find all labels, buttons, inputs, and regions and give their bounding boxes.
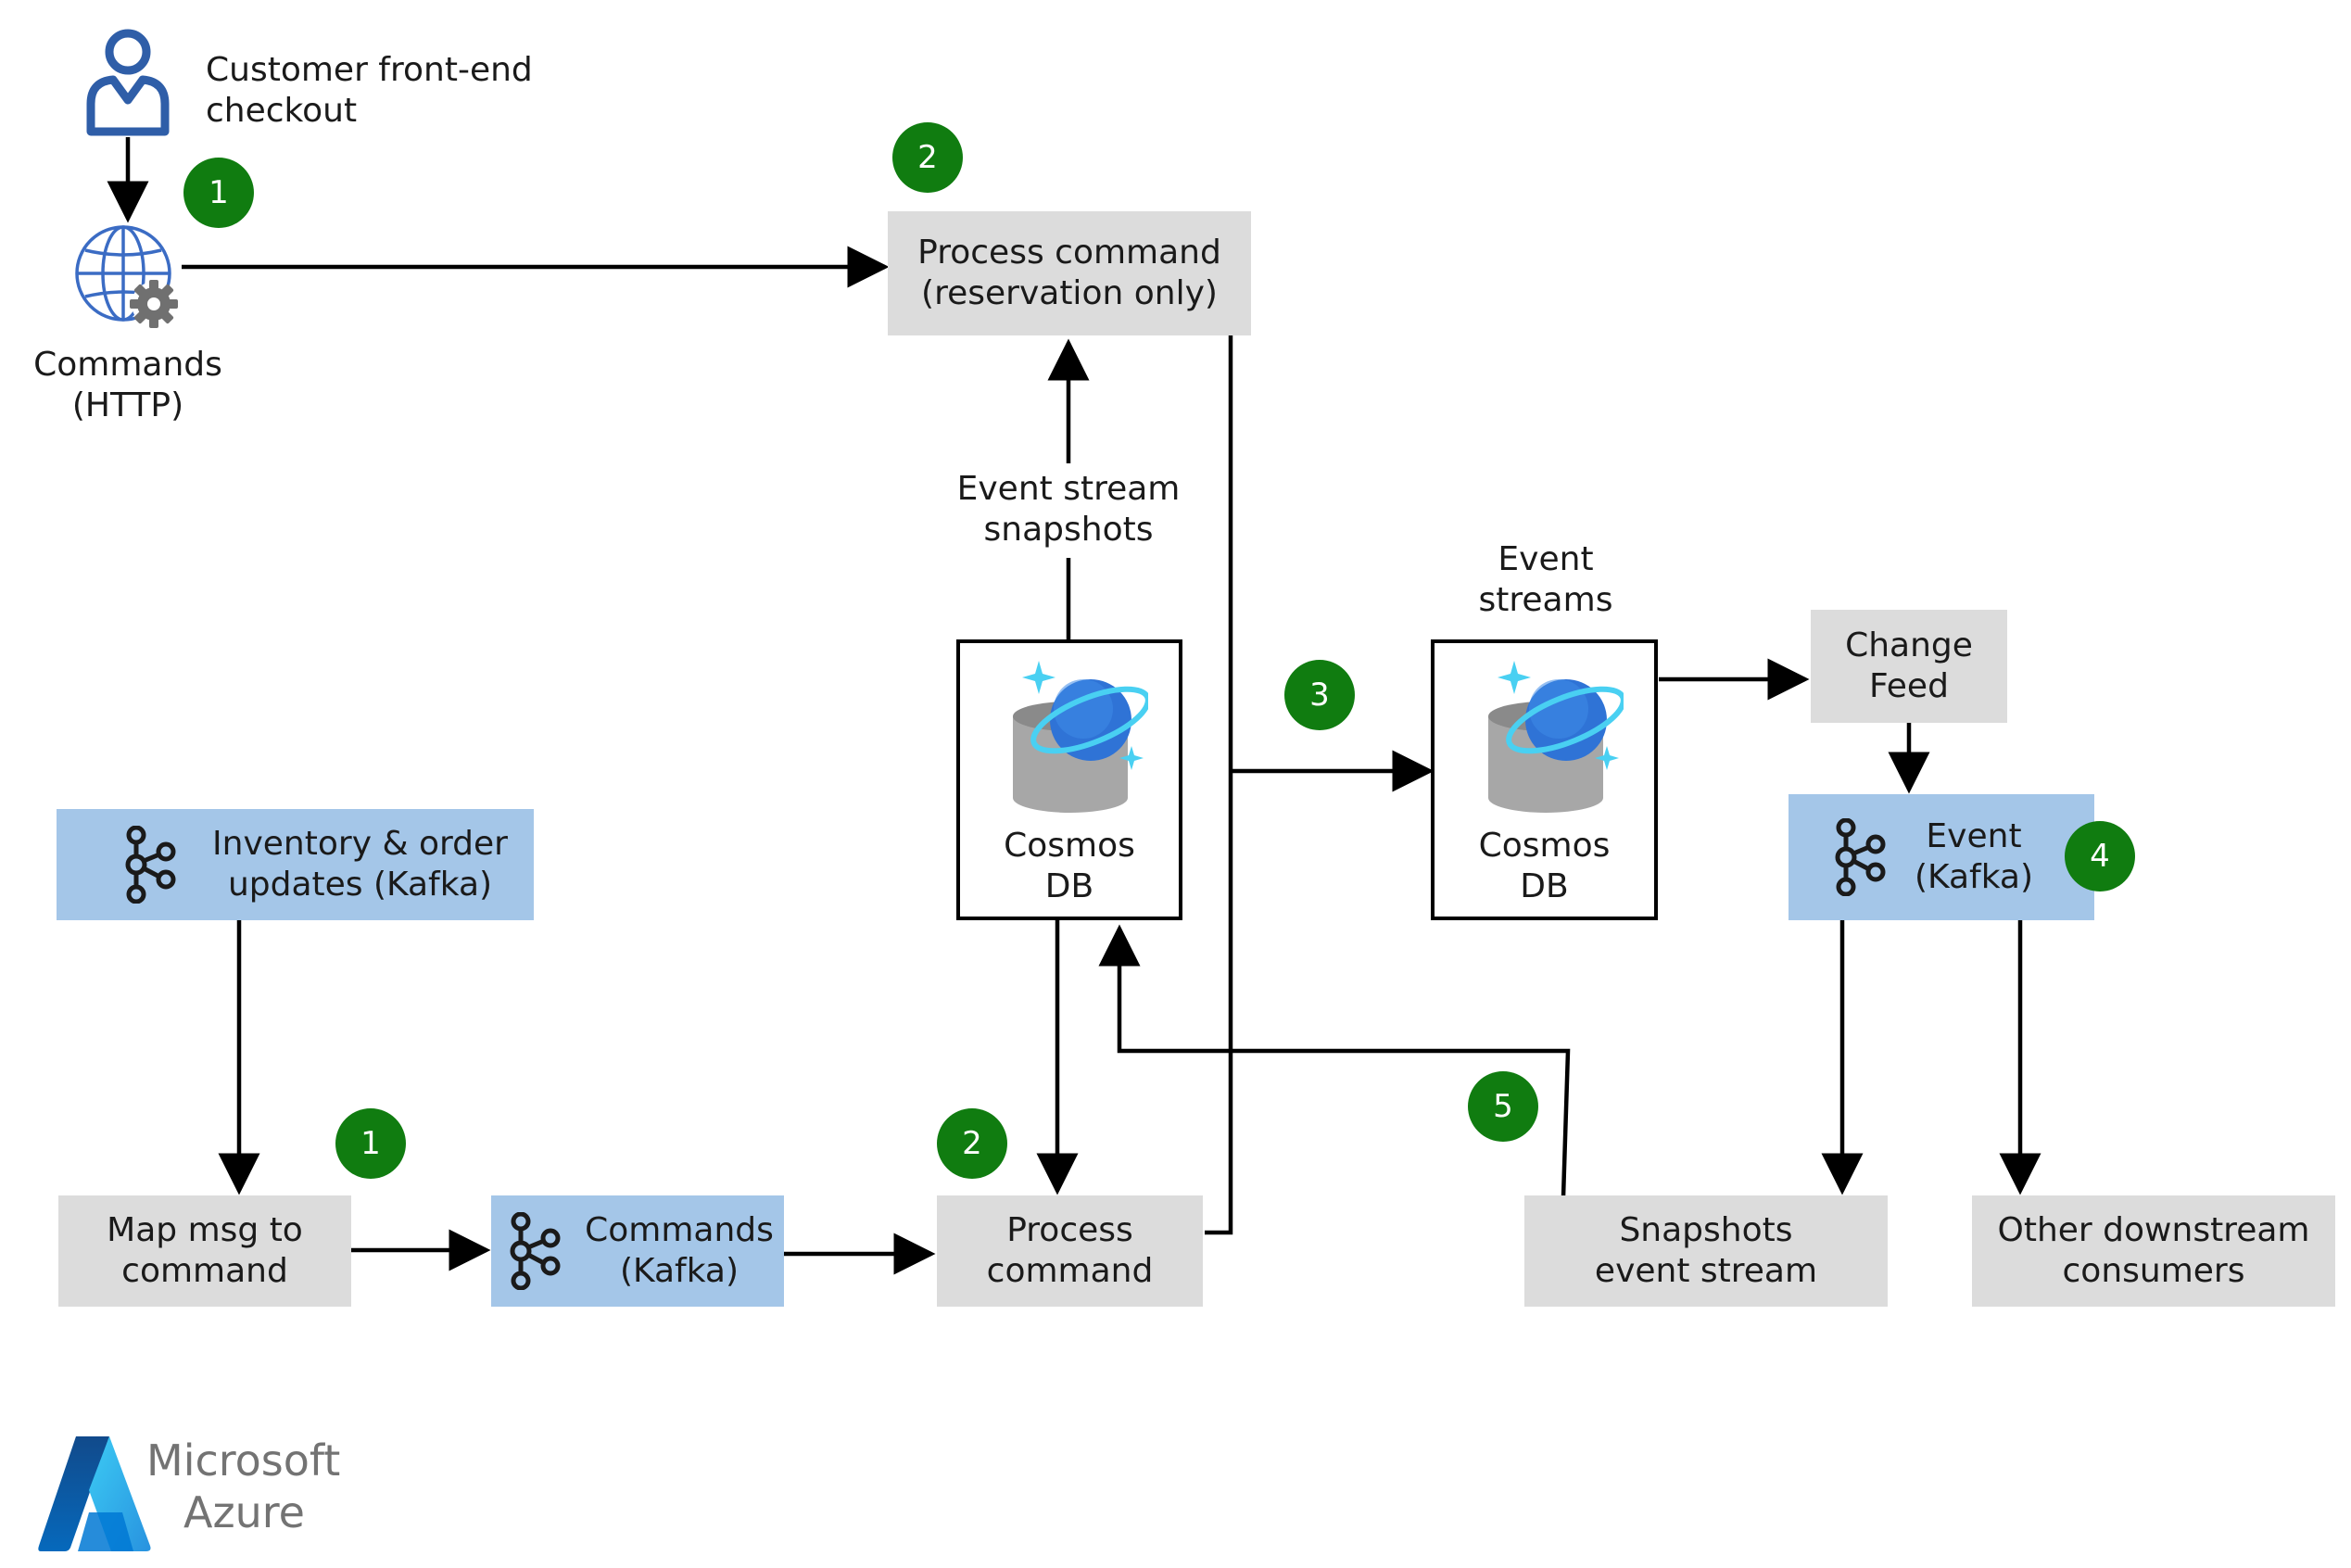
- cosmos-db-icon: [1487, 660, 1624, 813]
- cosmos-db-right-box[interactable]: Cosmos DB: [1431, 639, 1658, 920]
- cosmos-db-left-box[interactable]: Cosmos DB: [956, 639, 1182, 920]
- cosmos-db-right-label: Cosmos DB: [1478, 826, 1611, 905]
- change-feed-box[interactable]: Change Feed: [1811, 610, 2007, 723]
- azure-logo-icon: [38, 1436, 151, 1551]
- event-stream-snapshots-label: Event stream snapshots: [956, 470, 1181, 549]
- step-badge-1-bottom: 1: [335, 1108, 406, 1179]
- line-process-vertical: [1205, 335, 1233, 1235]
- kafka-icon: [510, 1212, 561, 1290]
- inventory-kafka-label: Inventory & order updates (Kafka): [212, 825, 508, 904]
- arrow-snapshots-to-cosmos: [1098, 924, 1571, 1198]
- web-commands-icon[interactable]: [72, 222, 185, 334]
- process-command-reservation-box[interactable]: Process command (reservation only): [888, 211, 1251, 335]
- inventory-kafka-box[interactable]: Inventory & order updates (Kafka): [57, 809, 534, 920]
- step-badge-2-bottom: 2: [937, 1108, 1007, 1179]
- other-downstream-consumers-box[interactable]: Other downstream consumers: [1972, 1195, 2335, 1307]
- map-msg-box[interactable]: Map msg to command: [58, 1195, 351, 1307]
- logo-azure-text: Azure: [183, 1487, 305, 1537]
- event-kafka-box[interactable]: Event (Kafka): [1789, 794, 2094, 920]
- commands-kafka-box[interactable]: Commands (Kafka): [491, 1195, 784, 1307]
- kafka-icon: [125, 826, 176, 904]
- user-icon: [86, 29, 170, 136]
- customer-frontend-label: Customer front-end checkout: [206, 51, 533, 130]
- cosmos-db-icon: [1013, 660, 1148, 813]
- step-badge-4: 4: [2065, 821, 2135, 891]
- step-badge-3: 3: [1284, 660, 1355, 730]
- event-kafka-label: Event (Kafka): [1914, 817, 2034, 896]
- event-streams-label: Event streams: [1478, 540, 1613, 619]
- process-command-box[interactable]: Process command: [937, 1195, 1203, 1307]
- logo-microsoft-text: Microsoft: [146, 1435, 341, 1486]
- step-badge-2-top: 2: [892, 122, 963, 193]
- cosmos-db-left-label: Cosmos DB: [1004, 826, 1135, 905]
- commands-kafka-label: Commands (Kafka): [585, 1211, 774, 1290]
- commands-http-label: Commands (HTTP): [33, 346, 222, 424]
- step-badge-5: 5: [1468, 1071, 1538, 1142]
- snapshots-event-stream-box[interactable]: Snapshots event stream: [1524, 1195, 1888, 1307]
- kafka-icon: [1835, 818, 1886, 896]
- step-badge-1-top: 1: [183, 158, 254, 228]
